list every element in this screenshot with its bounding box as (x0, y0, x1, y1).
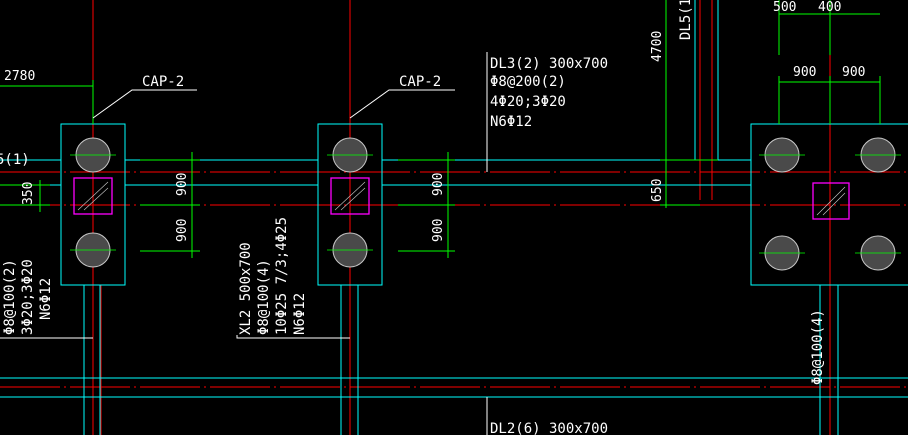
column-left (73, 177, 113, 215)
dim-900-right-a: 900 (793, 65, 816, 80)
cap-mid-outline (317, 123, 383, 286)
left-beam-label-3: N6Φ12 (38, 278, 54, 320)
column-right (812, 182, 850, 220)
cap-right-outline (750, 123, 908, 286)
dim-400: 400 (818, 0, 841, 15)
cap-left-label: CAP-2 (142, 74, 184, 90)
dl2-label: DL2(6) 300x700 (490, 421, 608, 435)
column-mid (330, 177, 370, 215)
columns (73, 177, 850, 220)
dim-2780: 2780 (4, 69, 35, 84)
right-vertical-label: Φ8@100(4) (810, 309, 826, 385)
dl3-label-2: Φ8@200(2) (490, 74, 566, 90)
dl3-label-4: N6Φ12 (490, 114, 532, 130)
xl2-label-2: Φ8@100(4) (256, 259, 272, 335)
dim-900-mid-a: 900 (431, 173, 446, 196)
dim-900-mid-b: 900 (431, 219, 446, 242)
dim-900-right-b: 900 (842, 65, 865, 80)
xl2-label-1: XL2 500x700 (238, 242, 254, 335)
piles (75, 137, 896, 271)
dim-900-left-a: 900 (175, 173, 190, 196)
cap-mid-label: CAP-2 (399, 74, 441, 90)
left-beam-label-2: 3Φ20;3Φ20 (20, 259, 36, 335)
dim-650: 650 (650, 179, 665, 202)
dim-4700: 4700 (650, 31, 665, 62)
dl5-label: DL5(1 (678, 0, 694, 40)
dim-350: 350 (21, 182, 36, 205)
xl2-label-3: 10Φ25 7/3;4Φ25 (274, 217, 290, 335)
left-beam-frag: 5(1) (0, 152, 30, 168)
dl3-label-1: DL3(2) 300x700 (490, 56, 608, 72)
dim-500: 500 (773, 0, 796, 15)
xl2-label-4: N6Φ12 (292, 293, 308, 335)
dl3-label-3: 4Φ20;3Φ20 (490, 94, 566, 110)
dimension-lines (0, 0, 881, 258)
leader-lines (0, 52, 488, 435)
left-beam-label-1: Φ8@100(2) (2, 259, 18, 335)
dim-900-left-b: 900 (175, 219, 190, 242)
